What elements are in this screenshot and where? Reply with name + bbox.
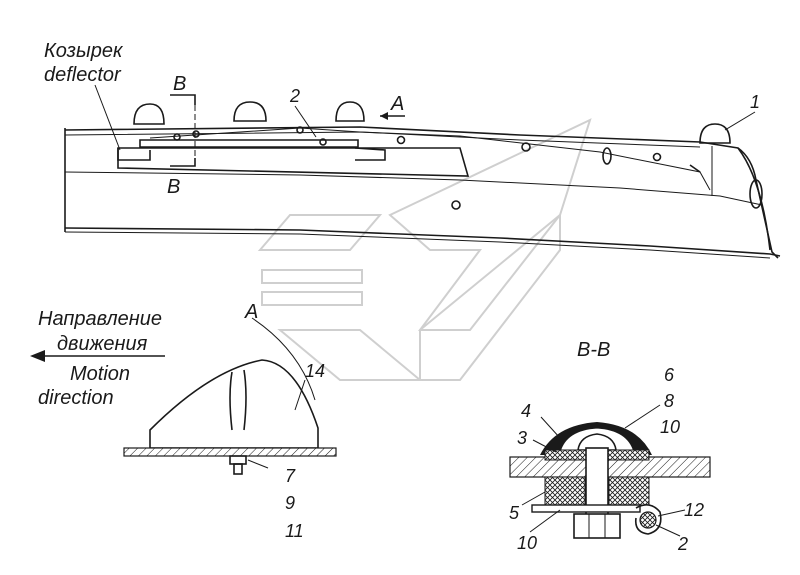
- section-mark-top: B: [173, 73, 186, 95]
- roof-mounts: [133, 101, 731, 196]
- direction-label-en-2: direction: [38, 387, 114, 409]
- callout-8: 8: [664, 391, 674, 411]
- callout-6: 6: [664, 365, 675, 385]
- deflector-label-ru: Козырек: [44, 40, 124, 62]
- direction-label-ru-2: движения: [57, 333, 148, 355]
- callout-5: 5: [509, 503, 520, 523]
- motion-direction-arrow: [30, 350, 165, 362]
- callout-3: 3: [517, 428, 527, 448]
- callout-2-section: 2: [677, 534, 688, 554]
- callout-12: 12: [684, 500, 704, 520]
- view-mark-a: A: [244, 301, 258, 323]
- callout-10-bottom: 10: [517, 533, 537, 553]
- roof-panel-view: [64, 94, 781, 259]
- callout-10-top: 10: [660, 417, 680, 437]
- callout-7: 7: [285, 466, 296, 486]
- view-a-mount: [123, 317, 337, 475]
- callout-4: 4: [521, 401, 531, 421]
- direction-label-ru-1: Направление: [38, 308, 162, 330]
- section-bb: [509, 404, 711, 539]
- callout-14: 14: [305, 361, 325, 381]
- section-bb-title: B-B: [577, 339, 610, 361]
- direction-label-en-1: Motion: [70, 363, 130, 385]
- view-mark-top: A: [390, 93, 404, 115]
- deflector-label-en: deflector: [44, 64, 122, 86]
- cable-clips: [173, 126, 701, 210]
- callout-1: 1: [750, 92, 760, 112]
- callout-11: 11: [285, 521, 304, 541]
- deflector: [117, 139, 470, 177]
- watermark-logo: [257, 118, 592, 381]
- callout-9: 9: [285, 493, 295, 513]
- callout-2-main: 2: [289, 86, 300, 106]
- section-mark-bottom: B: [167, 176, 180, 198]
